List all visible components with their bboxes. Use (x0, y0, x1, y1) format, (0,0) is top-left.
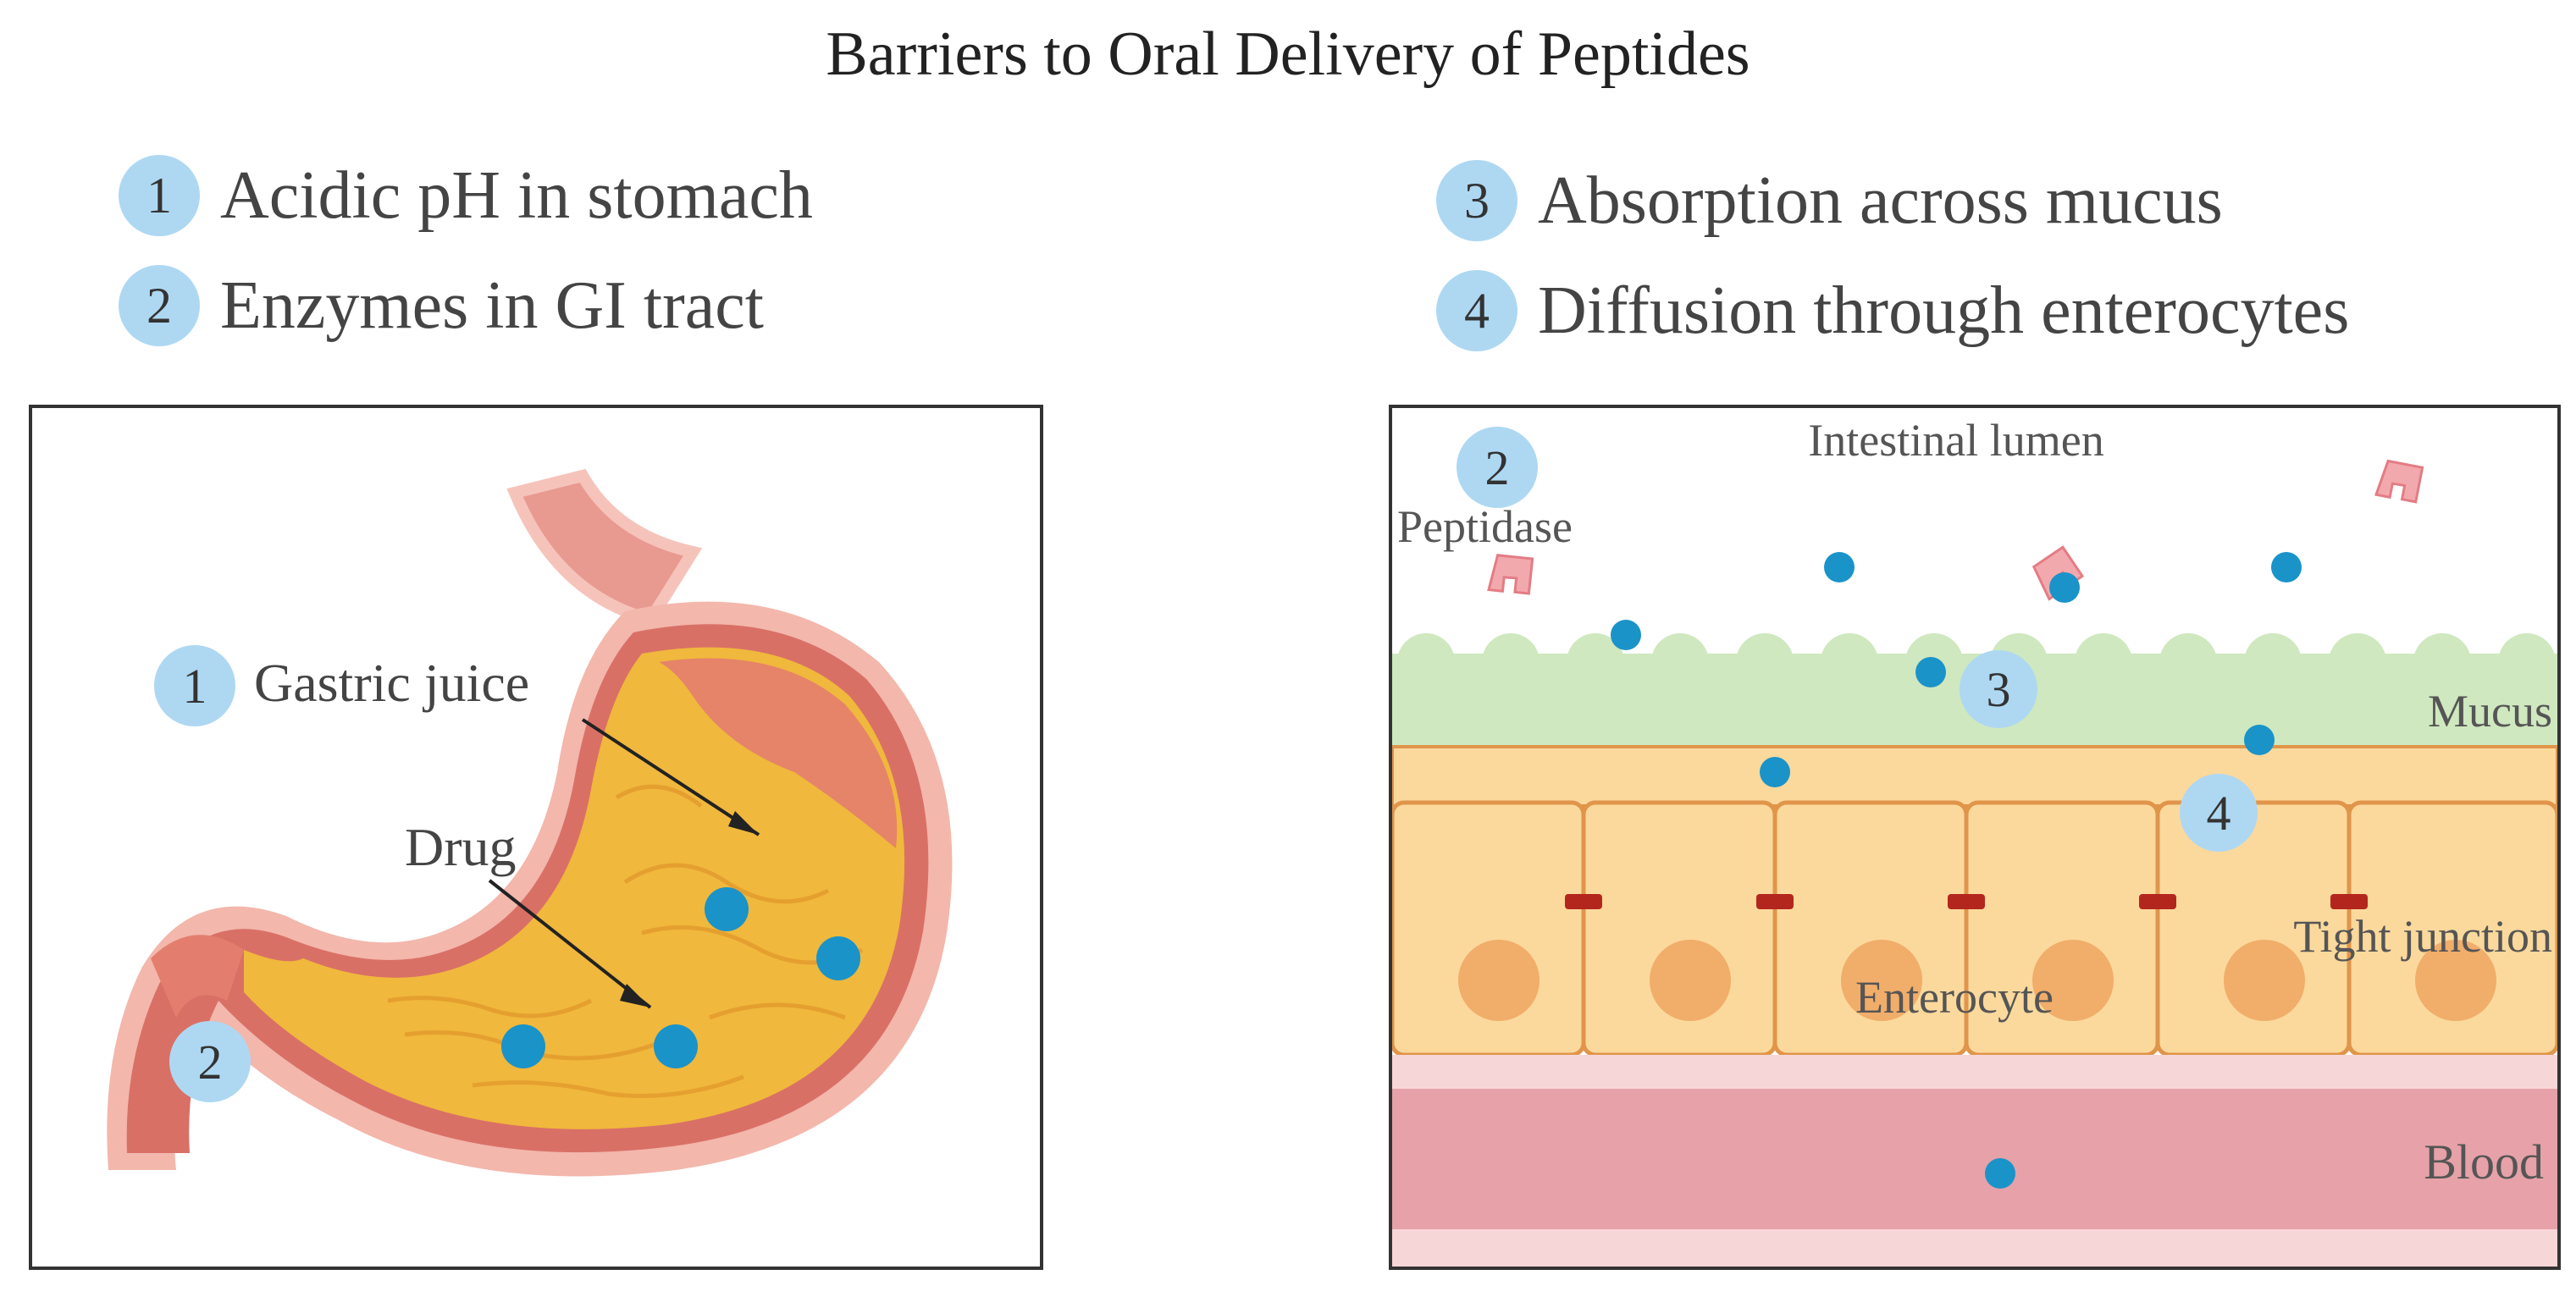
legend-text: Diffusion through enterocytes (1538, 273, 2350, 348)
figure-title: Barriers to Oral Delivery of Peptides (826, 19, 1750, 89)
enterocyte-label: Enterocyte (1855, 972, 2054, 1023)
marker-2-text: 2 (198, 1035, 223, 1090)
legend-text: Enzymes in GI tract (220, 268, 764, 343)
stomach-panel: 1 Gastric juice Drug 2 (29, 405, 1043, 1270)
intestine-illustration: 2 Peptidase Intestinal lumen 3 Mucus 4 T… (1392, 415, 2557, 1267)
marker-badge-1 (154, 645, 235, 726)
enterocyte-row (1392, 800, 2557, 1057)
gastric-juice-arrow (581, 718, 760, 836)
mucus-label: Mucus (2428, 686, 2552, 737)
gastric-juice-label: Gastric juice (254, 653, 529, 713)
marker-badge-4 (2180, 774, 2258, 852)
gastric-juice-region (659, 658, 898, 848)
marker-badge-2 (169, 1021, 251, 1102)
blood-label: Blood (2424, 1134, 2544, 1189)
legend-item-4: 4 Diffusion through enterocytes (1436, 264, 2349, 357)
marker-3-text: 3 (1987, 662, 2011, 717)
arrowhead (728, 811, 759, 835)
peptidase-enzymes (1487, 459, 2424, 601)
legend-text: Absorption across mucus (1538, 163, 2223, 238)
drug-particle (816, 936, 860, 980)
mucus-bumps (1397, 633, 2556, 691)
number-badge: 4 (1436, 270, 1517, 351)
arrowhead (620, 984, 650, 1007)
cell-nuclei (1458, 940, 2496, 1021)
drug-label: Drug (405, 817, 517, 877)
tight-junctions (1565, 894, 2368, 909)
marker-badge-2 (1457, 427, 1538, 508)
blood-layer (1392, 1089, 2557, 1229)
pylorus (151, 935, 244, 1018)
peptidase-label: Peptidase (1397, 501, 1573, 552)
microvilli-border (1392, 745, 2557, 808)
drug-particle (501, 1024, 545, 1068)
tight-junction-label: Tight junction (2293, 911, 2552, 962)
number-badge: 1 (119, 155, 200, 236)
number-badge: 3 (1436, 160, 1517, 241)
marker-1-text: 1 (183, 659, 207, 714)
marker-4-text: 4 (2207, 786, 2231, 841)
esophagus (506, 468, 703, 627)
legend-item-1: 1 Acidic pH in stomach (119, 149, 813, 242)
drug-particle (654, 1024, 698, 1068)
legend-item-3: 3 Absorption across mucus (1436, 154, 2223, 247)
stomach-illustration: 1 Gastric juice Drug 2 (107, 468, 953, 1177)
drug-particles (1611, 552, 2302, 1189)
drug-particle (705, 887, 749, 931)
marker-2-text: 2 (1485, 440, 1510, 495)
marker-badge-3 (1960, 650, 2037, 728)
legend-text: Acidic pH in stomach (220, 157, 813, 233)
drug-arrow (488, 879, 652, 1009)
number-badge: 2 (119, 265, 200, 346)
intestinal-lumen-label: Intestinal lumen (1808, 415, 2103, 466)
legend-item-2: 2 Enzymes in GI tract (119, 259, 764, 352)
intestine-panel: 2 Peptidase Intestinal lumen 3 Mucus 4 T… (1389, 405, 2561, 1270)
